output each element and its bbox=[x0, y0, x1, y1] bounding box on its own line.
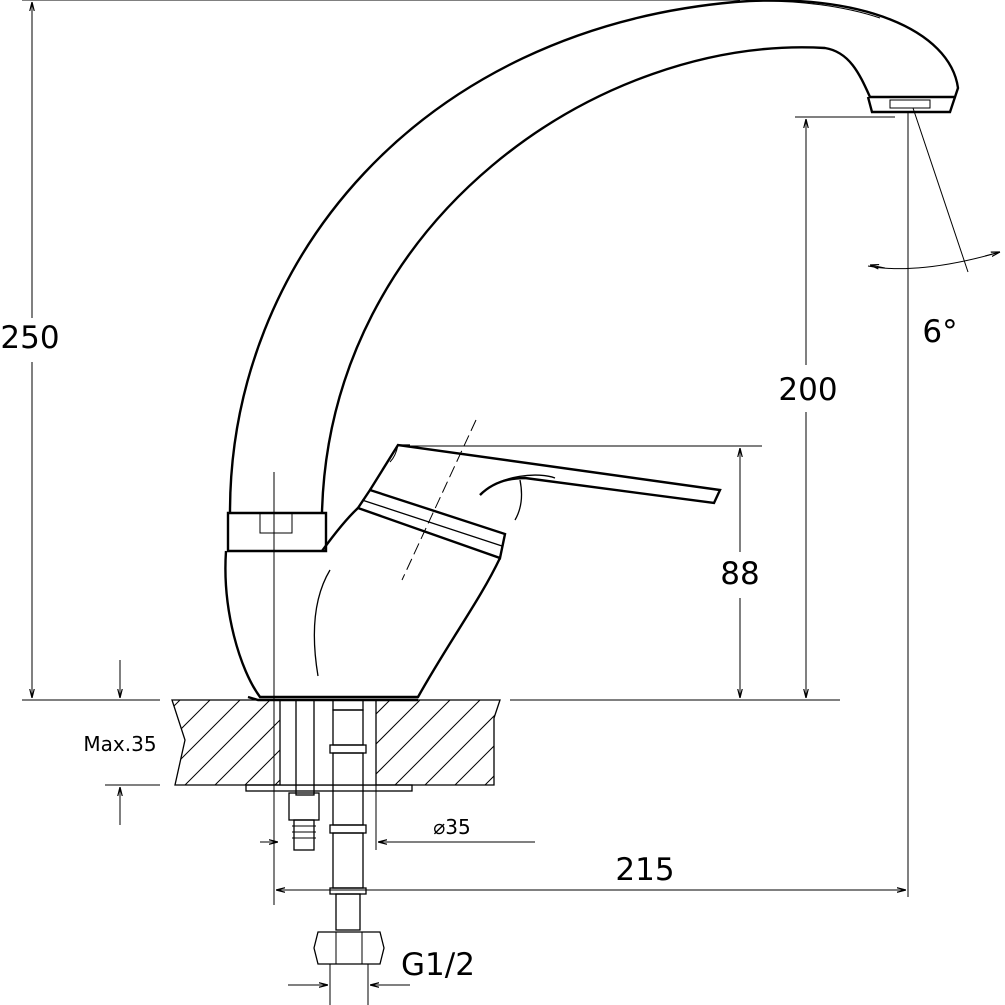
countertop-section bbox=[171, 699, 501, 792]
dim-swivel-angle: 6° bbox=[867, 107, 1000, 350]
lever-handle bbox=[356, 419, 722, 581]
dim-hose-thread-label: G1/2 bbox=[401, 947, 475, 983]
dim-total-height-label: 250 bbox=[0, 320, 59, 356]
dim-lever-height-label: 88 bbox=[720, 556, 759, 592]
dim-spout-height-label: 200 bbox=[778, 372, 837, 408]
dim-swivel-angle-label: 6° bbox=[922, 314, 957, 350]
mounting-stud bbox=[288, 699, 320, 851]
dim-hole-diameter: ⌀35 bbox=[260, 785, 535, 850]
dim-max-countertop: Max.35 bbox=[83, 660, 157, 825]
dim-max-countertop-label: Max.35 bbox=[83, 732, 156, 756]
dim-hose-thread: G1/2 bbox=[288, 947, 475, 985]
dim-spout-height: 200 bbox=[778, 116, 895, 698]
faucet-body bbox=[224, 0, 960, 702]
dim-hole-diameter-label: ⌀35 bbox=[433, 815, 471, 839]
dim-total-height: 250 bbox=[0, 0, 740, 698]
dim-reach: 215 bbox=[273, 265, 909, 905]
counter-surface-line bbox=[22, 699, 840, 786]
dim-lever-height: 88 bbox=[410, 445, 762, 698]
dim-reach-label: 215 bbox=[615, 852, 674, 888]
